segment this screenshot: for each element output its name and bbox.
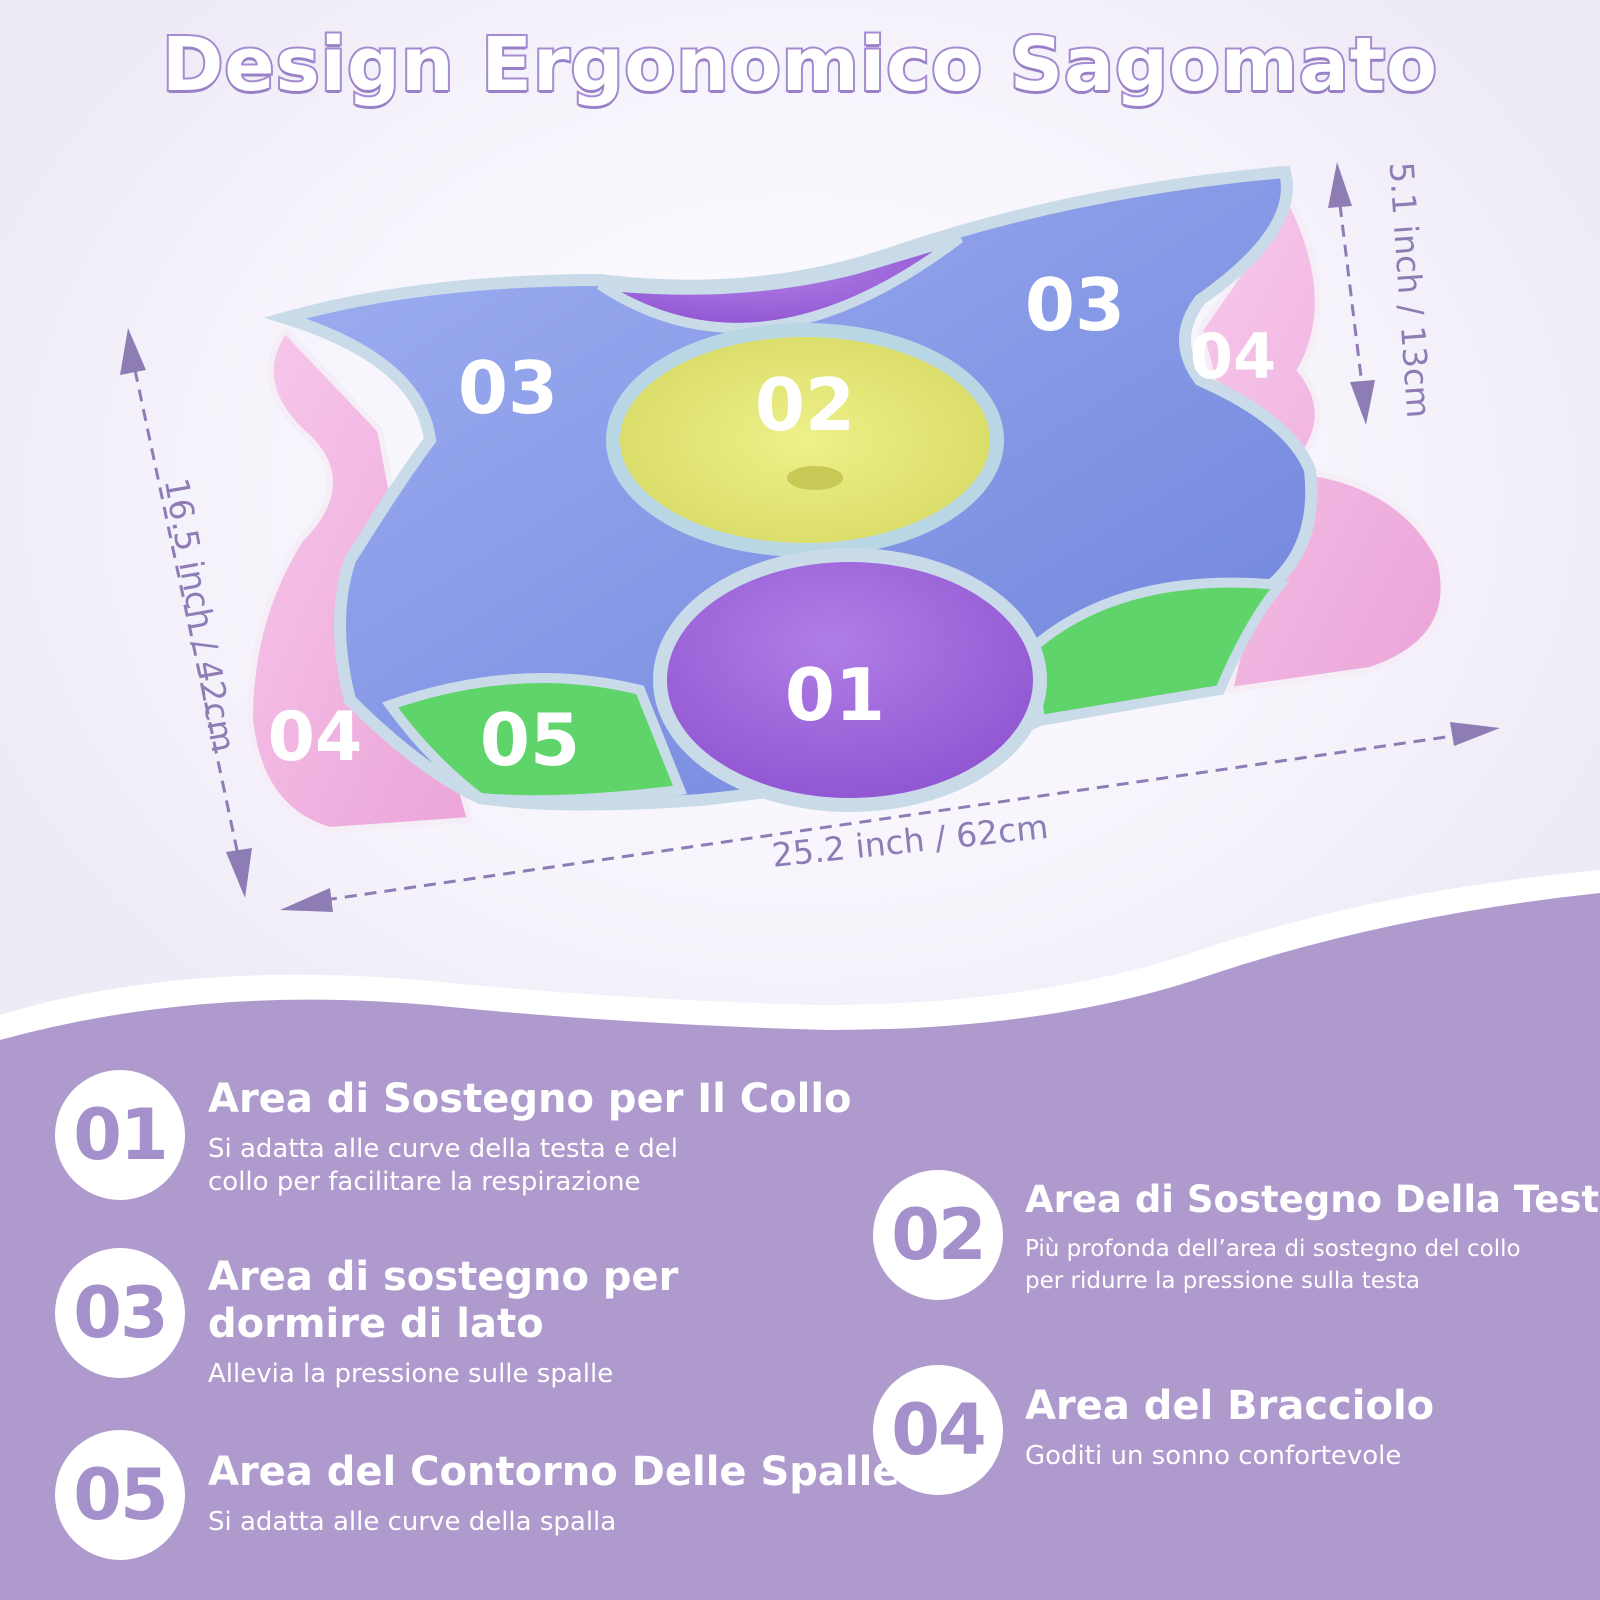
feature-02-desc-line-1: Più profonda dell’area di sostegno del c… — [1025, 1236, 1521, 1262]
zone-label-03-left: 03 — [458, 346, 558, 430]
zone-label-03-right: 03 — [1025, 263, 1125, 347]
feature-02-title: Area di Sostegno Della Testa — [1025, 1178, 1600, 1221]
zone-label-04-right: 04 — [1190, 320, 1276, 393]
feature-05-badge: 05 — [55, 1430, 185, 1560]
feature-04-title: Area del Bracciolo — [1025, 1383, 1435, 1429]
arrow-heads — [120, 162, 1500, 912]
neck-zone-shape — [653, 548, 1047, 812]
neck-crescent-top — [597, 233, 964, 333]
zone-label-04-left: 04 — [268, 698, 363, 777]
feature-01-badge: 01 — [55, 1070, 185, 1200]
zone-label-02: 02 — [755, 363, 855, 447]
page-title: Design Ergonomico Sagomato — [160, 20, 1439, 110]
zone-label-05: 05 — [480, 698, 580, 782]
zone-label-01: 01 — [785, 653, 885, 737]
shoulder-zone-right-shape — [1024, 577, 1291, 726]
feature-04-badge: 04 — [873, 1365, 1003, 1495]
feature-01-desc-line-2: collo per facilitare la respirazione — [208, 1167, 641, 1197]
dimension-arrows — [133, 204, 1461, 902]
feature-01-desc-line-1: Si adatta alle curve della testa e del — [208, 1134, 678, 1164]
feature-04-desc: Goditi un sonno confortevole — [1025, 1441, 1402, 1471]
feature-01-title: Area di Sostegno per Il Collo — [208, 1076, 852, 1122]
feature-02-badge: 02 — [873, 1170, 1003, 1300]
shoulder-zone-left-shape — [381, 673, 688, 806]
feature-05-title: Area del Contorno Delle Spalle — [208, 1449, 900, 1495]
feature-03-desc: Allevia la pressione sulle spalle — [208, 1359, 614, 1389]
head-zone-dimple — [787, 466, 843, 490]
feature-03-badge: 03 — [55, 1248, 185, 1378]
head-zone-shape — [606, 323, 1004, 557]
feature-05-desc: Si adatta alle curve della spalla — [208, 1507, 617, 1537]
pillow-illustration: 03 03 02 01 05 04 04 — [120, 162, 1500, 912]
feature-03-title-line-2: dormire di lato — [208, 1301, 544, 1347]
feature-02-desc-line-2: per ridurre la pressione sulla testa — [1025, 1268, 1420, 1294]
feature-03-title-line-1: Area di sostegno per — [208, 1254, 679, 1300]
